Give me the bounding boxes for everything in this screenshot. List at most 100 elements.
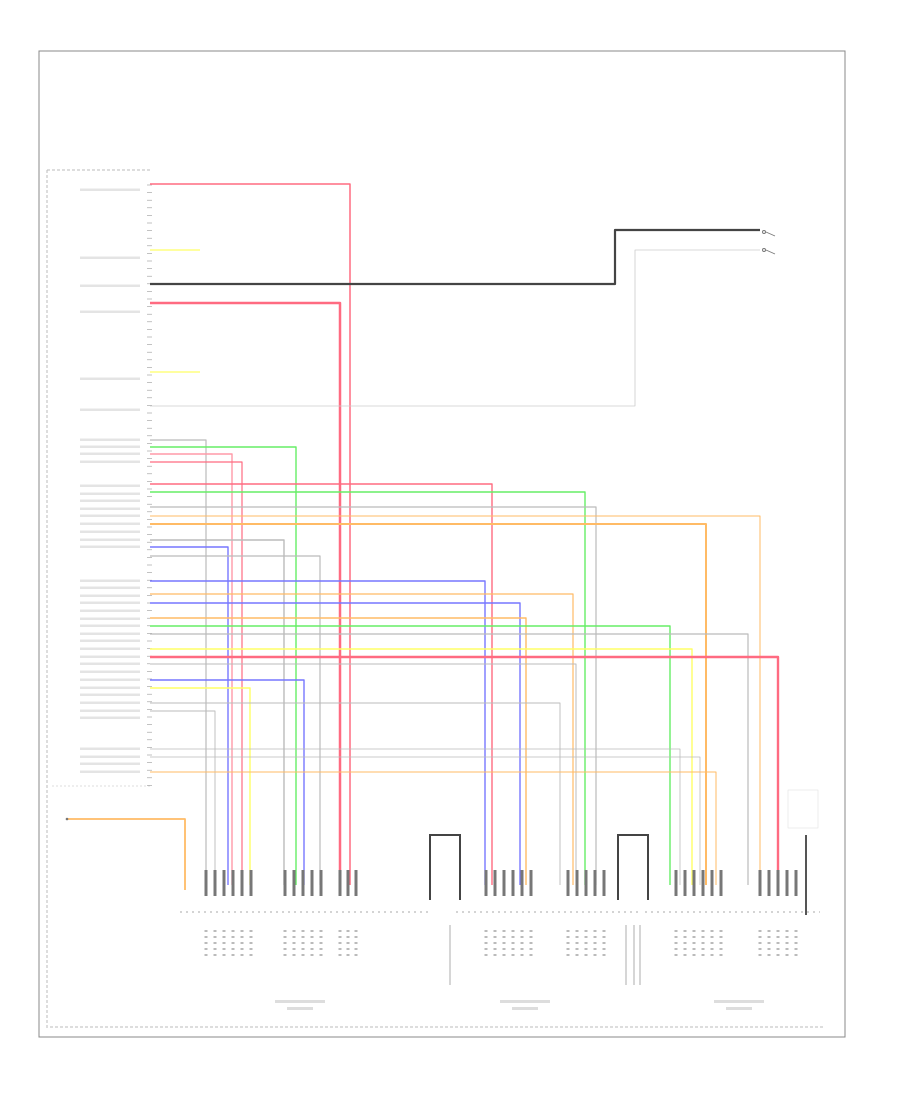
connector-1c-pin-label	[346, 936, 350, 938]
connector-1b-pin	[292, 870, 296, 896]
pin-label	[80, 632, 140, 635]
connector-2a-pin-label	[511, 942, 515, 944]
connector-2b-pin-label	[566, 942, 570, 944]
bottom-module-labels	[275, 1000, 764, 1010]
connector-2b-pin	[602, 870, 606, 896]
connector-2b-pin-label	[602, 936, 606, 938]
connector-1a-pin	[231, 870, 235, 896]
connector-1a-pin-label	[204, 936, 208, 938]
connector-3a-pin	[692, 870, 696, 896]
connector-1c-pin-label	[346, 954, 350, 956]
connector-1a-pin	[249, 870, 253, 896]
connector-1a-pin-label	[222, 948, 226, 950]
connector-2a-pin-label	[511, 936, 515, 938]
connector-2b-pin-label	[593, 930, 597, 932]
pin-label	[80, 639, 140, 642]
connector-2a-pin	[493, 870, 497, 896]
connector-2a-pin-label	[502, 948, 506, 950]
connector-2a-pin-label	[493, 954, 497, 956]
wires	[67, 183, 780, 890]
connector-2a-pin-label	[484, 942, 488, 944]
connector-1b-pin-label	[319, 930, 323, 932]
connector-1b-pin-label	[310, 954, 314, 956]
left-module-pin-column	[80, 184, 152, 786]
connector-2a-pin-label	[529, 936, 533, 938]
connector-3b-pin-label	[758, 954, 762, 956]
connector-3a-pin-label	[719, 936, 723, 938]
connector-3b-pin	[767, 870, 771, 896]
connector-2b-pin-label	[575, 936, 579, 938]
connector-2b-pin-label	[566, 954, 570, 956]
connector-3a-pin-label	[710, 930, 714, 932]
connector-1a-pin	[240, 870, 244, 896]
connector-3a-pin-label	[701, 954, 705, 956]
connector-3a-pin-label	[674, 942, 678, 944]
connector-1c-pin-label	[338, 942, 342, 944]
pin-label	[80, 747, 140, 750]
connector-1a-pin	[222, 870, 226, 896]
connector-2a-pin-label	[493, 942, 497, 944]
connector-3a-pin-label	[719, 954, 723, 956]
pin-label	[80, 686, 140, 689]
connector-1b-pin-label	[319, 936, 323, 938]
connector-3a-pin	[719, 870, 723, 896]
wire-red-b	[150, 483, 493, 885]
connector-3b-pin-label	[794, 930, 798, 932]
connector-1b-pin-label	[283, 948, 287, 950]
connector-1b-pin-label	[310, 930, 314, 932]
wire-gray-c	[150, 539, 285, 885]
pin-label	[80, 484, 140, 487]
connector-2a-pin-label	[502, 954, 506, 956]
pin-label	[80, 601, 140, 604]
connector-1a-pin	[213, 870, 217, 896]
connector-3a-pin-label	[692, 954, 696, 956]
connector-1c-pin-label	[346, 948, 350, 950]
pin-label	[80, 655, 140, 658]
connector-3b-pin-label	[785, 948, 789, 950]
connector-2a-pin-label	[484, 930, 488, 932]
wire-blue-a	[150, 546, 229, 885]
connector-3b-pin-label	[776, 936, 780, 938]
pin-label	[80, 594, 140, 597]
connector-2b-pin-label	[566, 936, 570, 938]
connector-3a-pin-label	[719, 942, 723, 944]
wire-green-a	[150, 446, 297, 885]
connector-2a-pin-label	[520, 942, 524, 944]
connector-1a-pin-label	[231, 954, 235, 956]
connector-2a-pin-label	[502, 930, 506, 932]
connector-3b-pin	[776, 870, 780, 896]
connector-3b-pin-label	[767, 942, 771, 944]
connector-1b-pin-label	[319, 948, 323, 950]
connector-1b-pin-label	[292, 954, 296, 956]
connector-3a-pin-label	[701, 936, 705, 938]
connector-3a-pin-label	[692, 936, 696, 938]
pin-label	[80, 670, 140, 673]
connector-1b-pin-label	[301, 936, 305, 938]
connector-1b-pin-label	[301, 948, 305, 950]
connector-2b-pin-label	[593, 936, 597, 938]
connector-3a-pin-label	[683, 930, 687, 932]
connector-3a-pin-label	[692, 942, 696, 944]
connector-2a-pin-label	[511, 948, 515, 950]
connector-1a-pin-label	[213, 936, 217, 938]
connector-3b-pin-label	[767, 930, 771, 932]
jumper-loop-1	[429, 834, 461, 900]
connector-1b-pin-label	[292, 948, 296, 950]
pin-label	[80, 408, 140, 411]
connector-3b-pin-label	[785, 942, 789, 944]
connector-1c-pin-label	[338, 954, 342, 956]
wire-gray-d	[150, 555, 321, 885]
wire-blue-d	[150, 679, 305, 885]
connector-3a-pin-label	[683, 936, 687, 938]
connector-1b-pin-label	[283, 936, 287, 938]
pin-label	[80, 377, 140, 380]
wire-yellow-b	[150, 687, 251, 885]
wire-orange-b	[150, 523, 707, 885]
pin-label	[80, 256, 140, 259]
connector-2b-pin-label	[602, 954, 606, 956]
connector-3a-pin	[710, 870, 714, 896]
connector-3b-pin	[794, 870, 798, 896]
connector-3a-pin-label	[683, 942, 687, 944]
connector-1a-pin-label	[231, 942, 235, 944]
